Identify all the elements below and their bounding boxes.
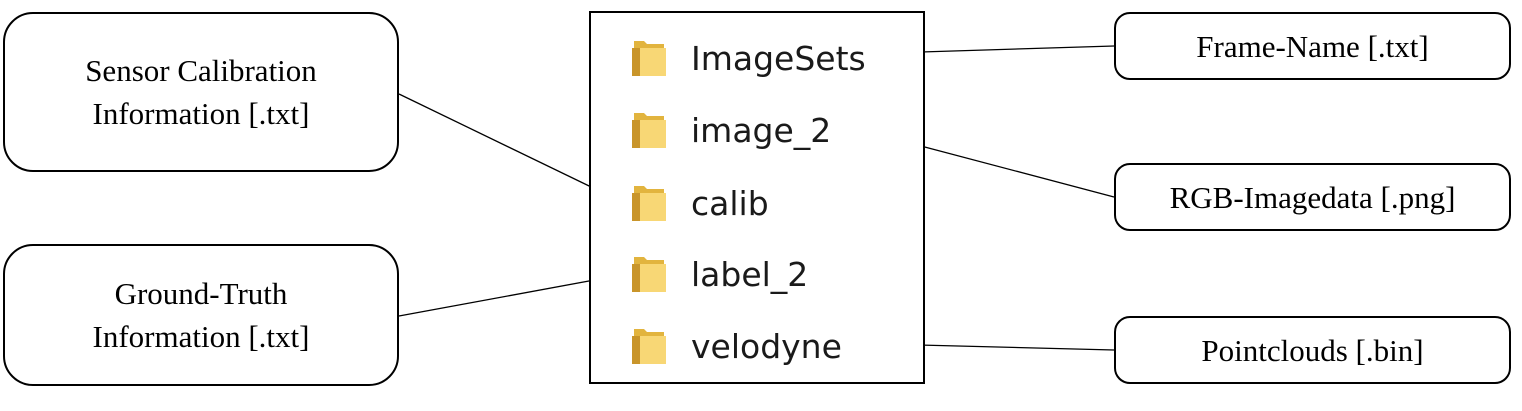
folder-name: label_2 [691,254,809,294]
folder-item-imagesets[interactable]: ImageSets [631,35,866,81]
ground-truth-label: Ground-Truth Information [.txt] [92,276,310,354]
folder-list-panel: ImageSets image_2 calib label_2 velo [589,11,925,384]
arrow-calib-info-to-calib [398,93,617,200]
folder-icon [632,41,666,76]
folder-item-velodyne[interactable]: velodyne [631,323,842,369]
folder-name: image_2 [691,110,832,150]
sensor-calibration-box: Sensor Calibration Information [.txt] [3,12,399,172]
ground-truth-box: Ground-Truth Information [.txt] [3,244,399,386]
sensor-calibration-label: Sensor Calibration Information [.txt] [85,53,317,131]
frame-name-box: Frame-Name [.txt] [1114,12,1511,80]
folder-item-image-2[interactable]: image_2 [631,107,831,153]
folder-icon [632,257,666,292]
folder-name: ImageSets [691,38,866,78]
folder-icon [632,186,666,221]
folder-icon [632,113,666,148]
folder-item-label-2[interactable]: label_2 [631,251,808,297]
pointclouds-box: Pointclouds [.bin] [1114,316,1511,384]
rgb-imagedata-box: RGB-Imagedata [.png] [1114,163,1511,231]
pointclouds-label: Pointclouds [.bin] [1201,332,1424,368]
folder-icon [632,329,666,364]
frame-name-label: Frame-Name [.txt] [1196,28,1429,64]
folder-name: calib [691,183,769,223]
rgb-imagedata-label: RGB-Imagedata [.png] [1169,179,1456,215]
folder-name: velodyne [691,326,842,366]
arrow-ground-truth-to-label-2 [398,273,617,317]
folder-item-calib[interactable]: calib [631,180,769,226]
